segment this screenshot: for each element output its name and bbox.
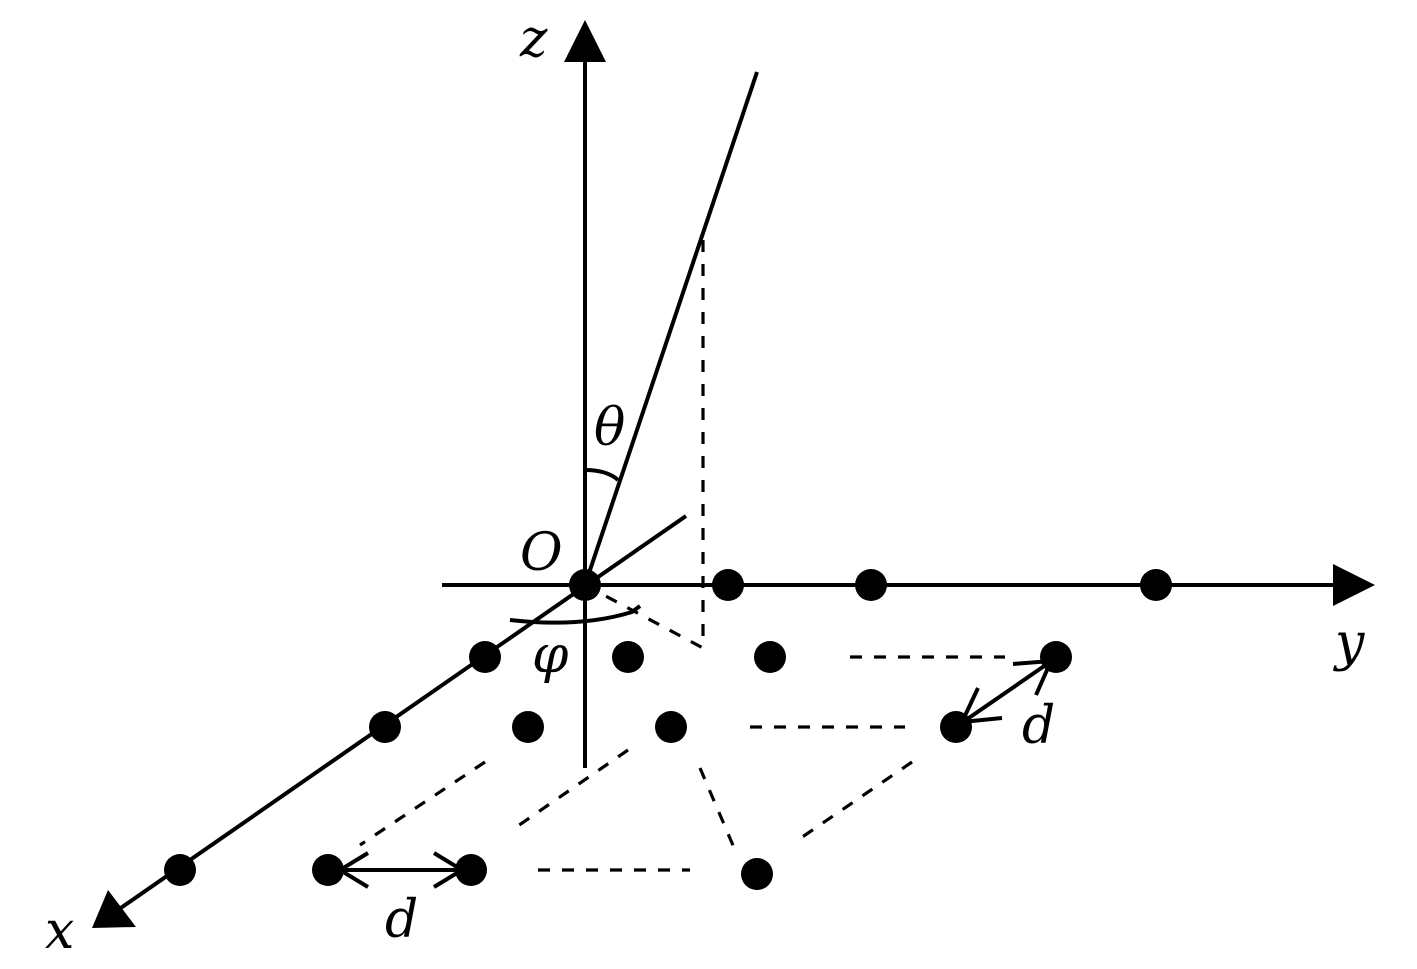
element-x3 [164,854,196,886]
spacing-label-right: d [1022,696,1055,756]
element-r1c3 [1040,641,1072,673]
grid-dashed-col-right [794,760,913,844]
phi-arc [509,604,642,625]
element-r1c2 [754,641,786,673]
element-y1 [712,569,744,601]
spacing-label-bottom: d [385,890,418,950]
element-x1 [469,641,501,673]
element-x2 [369,711,401,743]
y-axis-label: y [1333,613,1365,673]
projection-ground-dashed [584,583,704,650]
x-axis-arrowhead [92,890,136,928]
grid-dashed-col-mid [511,748,629,832]
z-axis [564,20,606,768]
origin-label: O [520,523,563,583]
element-r1c1 [612,641,644,673]
element-origin [569,569,601,601]
element-r2c1 [512,711,544,743]
z-axis-arrowhead [564,20,606,62]
grid-dashed-col-left [359,760,486,847]
element-y2 [855,569,887,601]
element-r3c1 [312,854,344,886]
x-axis-label: x [45,901,74,961]
element-r3c2 [455,854,487,886]
spacing-arrow-bottom [336,851,466,889]
element-r3c3 [741,858,773,890]
phi-label: φ [532,625,569,685]
array-elements [164,569,1172,890]
direction-ray [583,71,759,586]
element-r2c3 [940,711,972,743]
y-axis-arrowhead [1333,564,1375,606]
theta-arc [584,468,620,482]
element-r2c2 [655,711,687,743]
grid-dashed-diag-mid [698,767,737,851]
element-y3 [1140,569,1172,601]
theta-label: θ [594,398,625,458]
z-axis-label: z [519,9,548,69]
